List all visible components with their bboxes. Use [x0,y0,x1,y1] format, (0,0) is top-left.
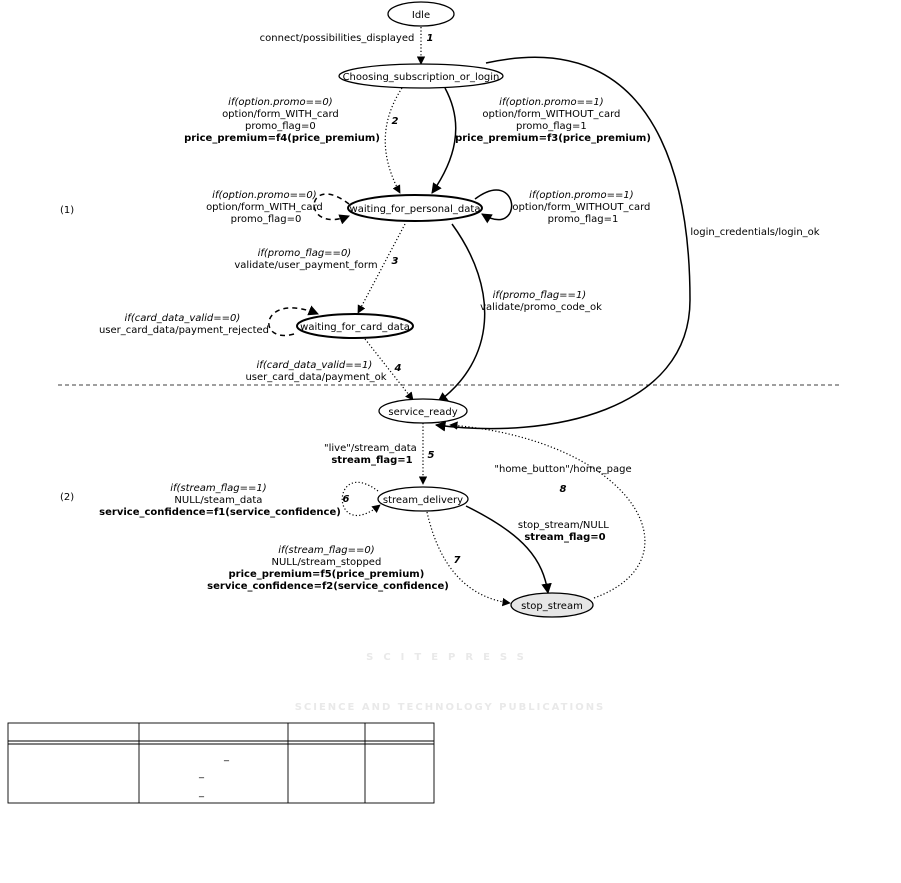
label-line: promo_flag=0 [231,214,302,225]
label-t_stop: stop_stream/NULL stream_flag=0 [518,520,612,543]
edge-t2b [431,87,457,194]
label-t_self_right: if(option.promo==1) option/form_WITHOUT_… [512,190,653,225]
label-line: option/form_WITHOUT_card [512,202,650,213]
label-line: if(card_data_valid==0) [125,313,241,324]
edge-t_card_self [268,305,319,337]
state-choosing: Choosing_subscription_or_login [338,63,504,89]
label-line: promo_flag=1 [516,121,587,132]
state-service-ready: service_ready [378,398,468,424]
label-line: if(stream_flag==0) [278,545,374,556]
label-line: if(stream_flag==1) [170,483,266,494]
state-waiting-card: waiting_for_card_data [296,313,414,339]
label-line: validate/user_payment_form [234,260,377,271]
label-line: stream_flag=1 [331,455,412,466]
edge-t_stop [465,505,552,595]
state-label: Choosing_subscription_or_login [343,72,500,83]
state-label: stop_stream [521,601,583,612]
label-t_card_self: if(card_data_valid==0) user_card_data/pa… [99,313,269,336]
edge-number-4: 4 [394,363,402,374]
state-label: service_ready [388,407,457,418]
states: Idle Choosing_subscription_or_login wait… [296,1,594,618]
label-line: if(option.promo==0) [228,97,332,108]
label-t2b: if(option.promo==1) option/form_WITHOUT_… [455,97,651,144]
label-line: NULL/steam_data [174,495,262,506]
label-line: promo_flag=0 [245,121,316,132]
label-line: if(promo_flag==1) [493,290,587,301]
label-line: price_premium=f3(price_premium) [455,133,651,144]
label-line: service_confidence=f1(service_confidence… [99,507,341,518]
label-t5: "live"/stream_data stream_flag=1 [324,443,420,466]
edge-number-6: 6 [343,494,350,505]
edge-t6 [341,481,381,517]
state-waiting-personal: waiting_for_personal_data [347,194,483,222]
edges [268,27,691,607]
state-label: Idle [412,10,430,21]
edge-t_self_right [474,189,513,224]
edge-number-8: 8 [560,484,567,495]
edge-number-2: 2 [392,116,399,127]
label-line: service_confidence=f2(service_confidence… [207,581,449,592]
label-line: "live"/stream_data [324,443,417,454]
table-fragment [7,722,435,804]
state-idle: Idle [387,1,455,27]
label-line: stream_flag=0 [524,532,605,543]
label-t1: connect/possibilities_displayed [260,33,415,44]
state-label: waiting_for_personal_data [350,204,481,215]
state-label: stream_delivery [383,495,463,506]
label-line: option/form_WITH_card [206,202,323,213]
label-t6: if(stream_flag==1) NULL/steam_data servi… [99,483,341,518]
label-line: if(card_data_valid==1) [257,360,373,371]
watermark: SCITEPRESS SCIENCE AND TECHNOLOGY PUBLIC… [295,652,606,713]
edge-t4 [364,338,414,401]
edge-number-3: 3 [392,256,399,267]
label-line: login_credentials/login_ok [690,227,819,238]
edge-number-1: 1 [427,33,434,44]
section-label-2: (2) [60,492,74,503]
label-t8: "home_button"/home_page [494,464,631,475]
label-line: user_card_data/payment_rejected [99,325,269,336]
label-line: option/form_WITHOUT_card [482,109,620,120]
edge-t2 [384,87,403,194]
watermark-subtitle: SCIENCE AND TECHNOLOGY PUBLICATIONS [295,702,606,713]
table-cell-mark: _ [223,751,230,762]
edge-number-7: 7 [454,555,461,566]
state-label: waiting_for_card_data [300,322,410,333]
label-line: if(option.promo==0) [212,190,316,201]
label-t_login: login_credentials/login_ok [690,227,819,238]
label-t_self_left: if(option.promo==0) option/form_WITH_car… [206,190,326,225]
section-label-1: (1) [60,205,74,216]
label-t7: if(stream_flag==0) NULL/stream_stopped p… [207,545,449,592]
table-cell-mark: _ [198,768,205,779]
label-line: "home_button"/home_page [494,464,631,475]
label-line: if(option.promo==1) [529,190,633,201]
edge-t_login [434,56,691,432]
label-t2: if(option.promo==0) option/form_WITH_car… [184,97,380,144]
label-line: price_premium=f5(price_premium) [229,569,425,580]
label-line: validate/promo_code_ok [480,302,602,313]
watermark-title: SCITEPRESS [366,652,534,663]
label-line: option/form_WITH_card [222,109,339,120]
label-line: user_card_data/payment_ok [245,372,386,383]
label-t_promo: if(promo_flag==1) validate/promo_code_ok [480,290,602,313]
edge-t_promo [437,223,486,403]
edge-number-5: 5 [428,450,435,461]
label-t3: if(promo_flag==0) validate/user_payment_… [234,248,377,271]
label-line: if(promo_flag==0) [258,248,352,259]
label-line: if(option.promo==1) [499,97,603,108]
label-t4: if(card_data_valid==1) user_card_data/pa… [245,360,386,383]
label-line: price_premium=f4(price_premium) [184,133,380,144]
table-cell-mark: _ [198,787,205,798]
label-line: NULL/stream_stopped [272,557,382,568]
state-stop-stream: stop_stream [510,592,594,618]
label-line: connect/possibilities_displayed [260,33,415,44]
edge-t8 [449,421,646,599]
label-line: promo_flag=1 [548,214,619,225]
transition-labels: connect/possibilities_displayed 1 if(opt… [99,33,820,592]
state-stream-delivery: stream_delivery [377,486,469,512]
label-line: stop_stream/NULL [518,520,609,531]
